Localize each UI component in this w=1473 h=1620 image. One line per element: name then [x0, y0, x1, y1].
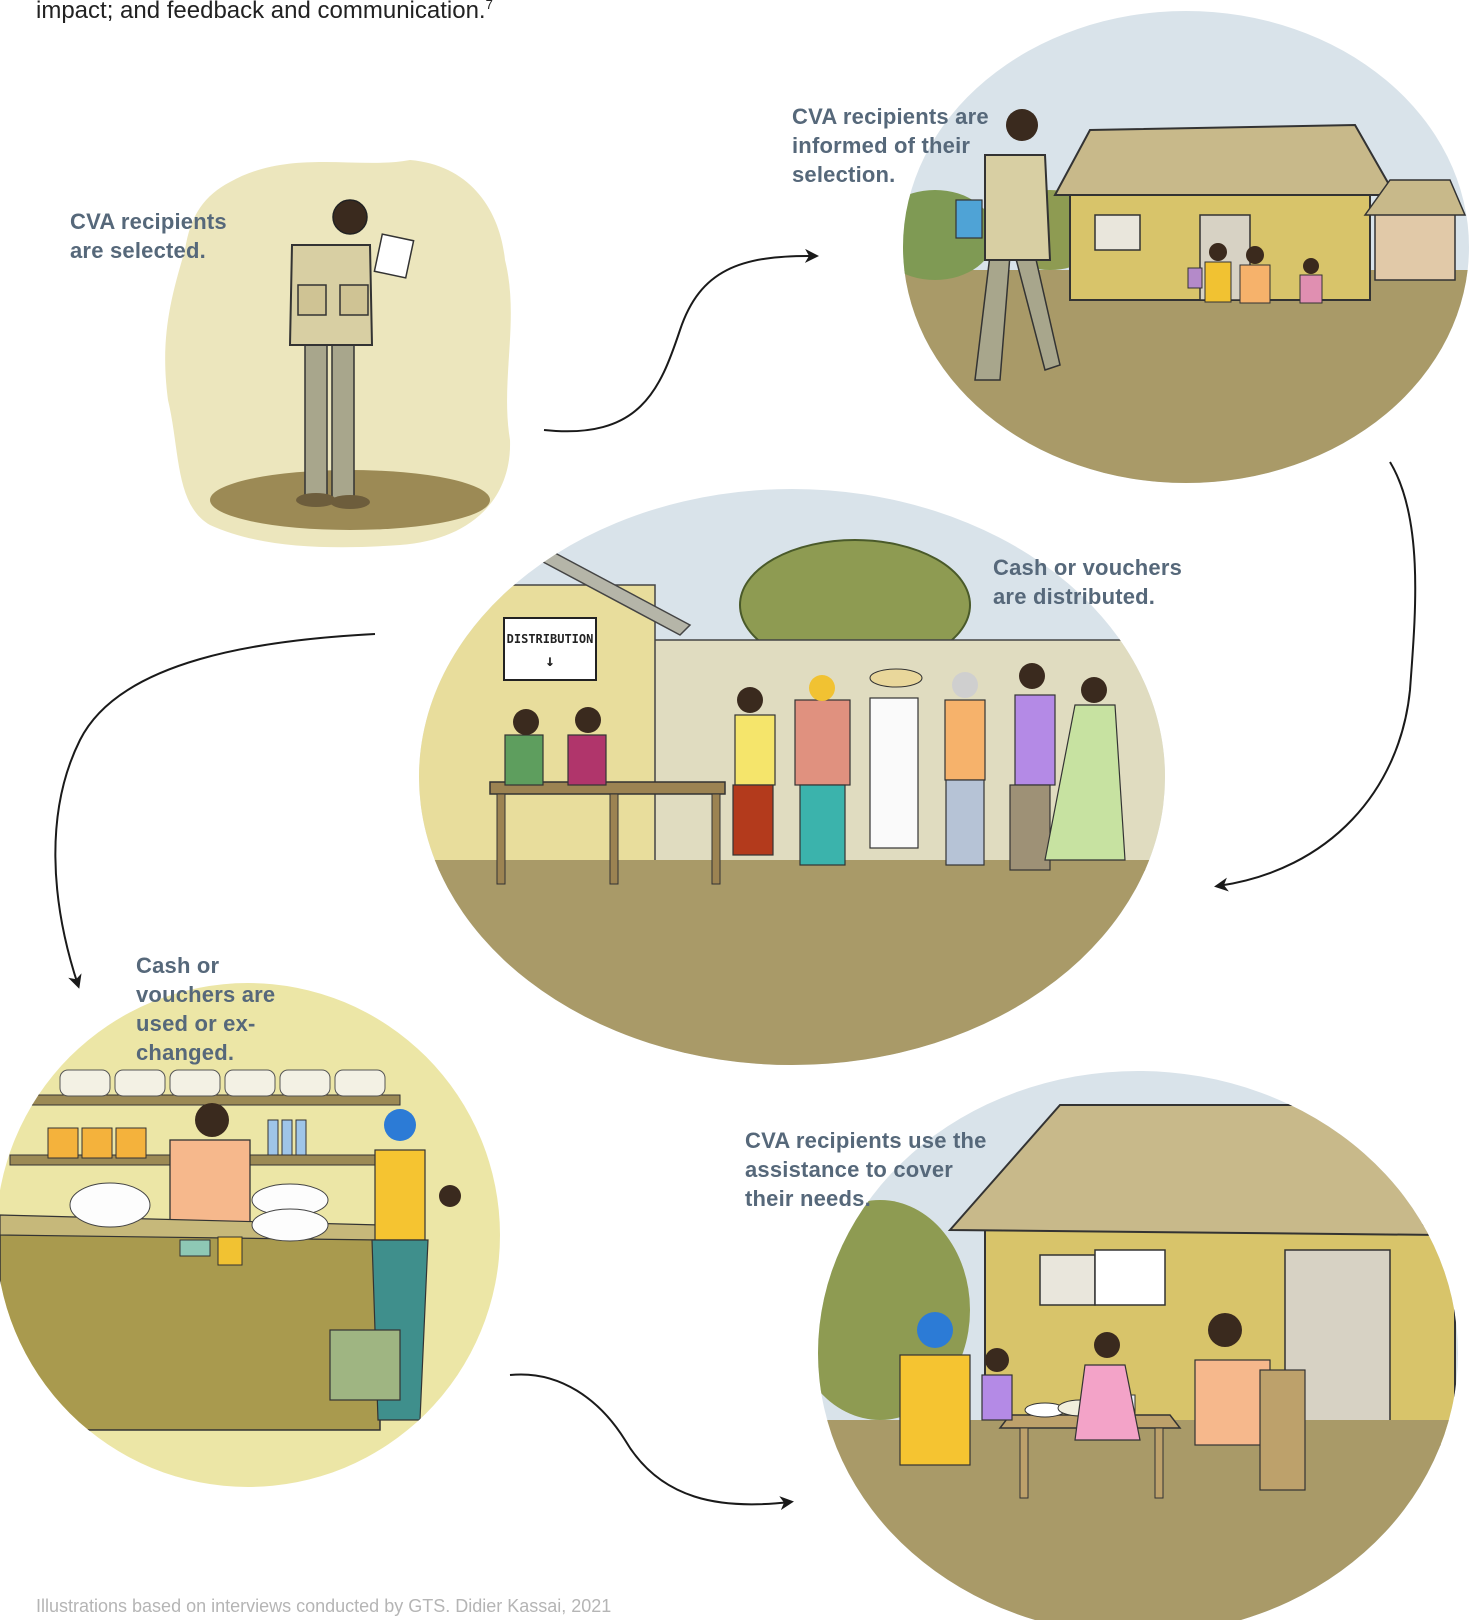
scene-informed — [903, 11, 1469, 483]
intro-sentence: impact; and feedback and communication. — [36, 0, 486, 24]
queue-of-recipients — [732, 663, 1126, 871]
distribution-sign: DISTRIBUTION ↓ — [503, 617, 597, 681]
caption-step-4: Cash or vouchers are used or ex-changed. — [136, 953, 276, 1065]
arrow-informed-to-distributed — [1214, 461, 1417, 892]
caption-step-3: Cash or vouchers are distributed. — [993, 555, 1183, 609]
caption-step-1: CVA recipients are selected. — [70, 209, 227, 263]
hut-thatch-roof — [1053, 123, 1397, 196]
staff-seated — [504, 707, 607, 786]
arrow-distributed-to-used — [54, 633, 376, 989]
distribution-sign-text: DISTRIBUTION — [507, 632, 594, 646]
arrow-selected-to-informed — [543, 248, 819, 433]
illustration-credit: Illustrations based on interviews conduc… — [36, 1596, 612, 1616]
footnote-marker: 7 — [485, 0, 493, 12]
shopkeeper — [169, 1103, 251, 1231]
distribution-sign-arrow: ↓ — [545, 651, 555, 670]
caption-step-2: CVA recipients are informed of their sel… — [792, 104, 989, 187]
scene-selection — [165, 160, 511, 548]
flow-arrows — [54, 248, 1417, 1511]
intro-text: impact; and feedback and communication.7 — [36, 0, 493, 26]
customer-with-baby — [329, 1109, 461, 1421]
scene-distribution: DISTRIBUTION ↓ — [419, 489, 1165, 1065]
shelf-jars — [47, 1119, 307, 1159]
family-seated — [1187, 243, 1323, 304]
distribution-table — [489, 781, 726, 885]
shelf-rice-sacks — [59, 1069, 386, 1097]
shop-counter — [0, 1229, 381, 1431]
arrow-used-to-needs — [509, 1373, 794, 1511]
aid-worker-walking — [955, 109, 1061, 381]
caption-step-5: CVA recipients use the assistance to cov… — [745, 1128, 987, 1211]
scene-shop — [0, 983, 500, 1487]
counter-goods — [69, 1182, 329, 1266]
family-at-table — [899, 1312, 1306, 1491]
aid-worker-figure — [288, 199, 415, 509]
